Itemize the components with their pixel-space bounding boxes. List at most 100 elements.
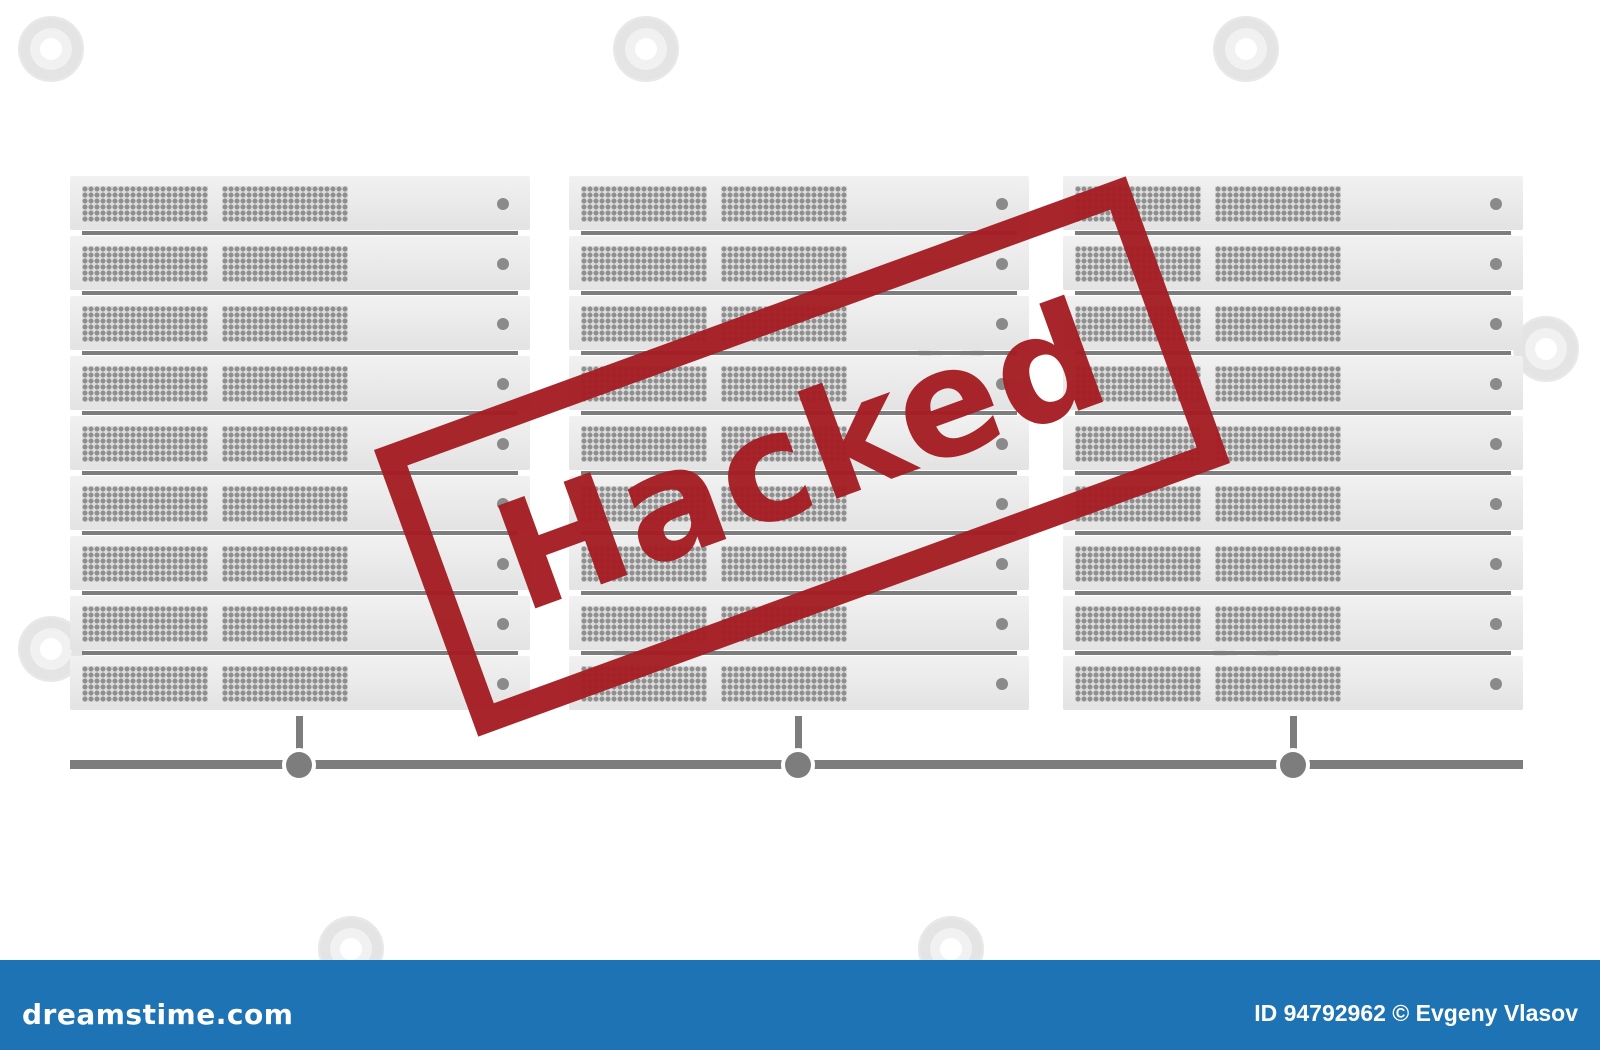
server-unit [1063,596,1523,655]
vent-grille-icon [82,366,208,402]
status-led-icon [497,618,509,630]
vent-grille-icon [581,306,707,342]
server-unit [569,356,1029,415]
vent-grille-icon [1075,306,1201,342]
status-led-icon [1490,558,1502,570]
unit-separator [581,591,1017,595]
unit-separator [581,231,1017,235]
watermark-swirl-icon [18,16,84,82]
vent-grille-icon [1215,426,1341,462]
vent-grille-icon [721,666,847,702]
network-drop-line [1290,716,1297,756]
vent-grille-icon [581,366,707,402]
status-led-icon [497,258,509,270]
vent-grille-icon [721,606,847,642]
vent-grille-icon [222,186,348,222]
unit-separator [82,651,518,655]
vent-grille-icon [581,246,707,282]
server-unit [569,476,1029,535]
server-unit [70,356,530,415]
unit-separator [82,531,518,535]
server-unit [569,656,1029,710]
server-unit [1063,476,1523,535]
server-unit [1063,296,1523,355]
unit-separator [1075,411,1511,415]
vent-grille-icon [1215,486,1341,522]
vent-grille-icon [581,606,707,642]
status-led-icon [1490,378,1502,390]
vent-grille-icon [222,666,348,702]
status-led-icon [996,318,1008,330]
status-led-icon [497,438,509,450]
status-led-icon [497,318,509,330]
unit-separator [82,231,518,235]
vent-grille-icon [82,186,208,222]
network-node-icon [286,752,312,778]
vent-grille-icon [82,546,208,582]
server-unit [70,596,530,655]
watermark-swirl-icon [613,16,679,82]
status-led-icon [996,378,1008,390]
status-led-icon [996,678,1008,690]
server-unit [70,236,530,295]
unit-separator [1075,531,1511,535]
unit-separator [82,471,518,475]
server-rack-middle [569,176,1029,716]
vent-grille-icon [222,546,348,582]
vent-grille-icon [581,426,707,462]
vent-grille-icon [1215,546,1341,582]
unit-separator [82,411,518,415]
vent-grille-icon [1215,606,1341,642]
unit-separator [581,531,1017,535]
vent-grille-icon [1075,426,1201,462]
vent-grille-icon [222,246,348,282]
vent-grille-icon [581,546,707,582]
vent-grille-icon [1075,606,1201,642]
unit-separator [1075,591,1511,595]
network-drop-line [296,716,303,756]
unit-separator [581,351,1017,355]
status-led-icon [497,558,509,570]
vent-grille-icon [82,486,208,522]
vent-grille-icon [1075,486,1201,522]
server-unit [1063,416,1523,475]
server-unit [70,476,530,535]
vent-grille-icon [82,666,208,702]
vent-grille-icon [1215,306,1341,342]
watermark-swirl-icon [1213,16,1279,82]
server-racks-illustration: Hacked [18,16,1579,982]
network-drop-line [795,716,802,756]
status-led-icon [1490,318,1502,330]
vent-grille-icon [581,666,707,702]
vent-grille-icon [721,486,847,522]
vent-grille-icon [82,606,208,642]
server-unit [569,416,1029,475]
status-led-icon [996,618,1008,630]
server-unit [569,176,1029,235]
vent-grille-icon [721,306,847,342]
vent-grille-icon [721,186,847,222]
vent-grille-icon [1215,246,1341,282]
vent-grille-icon [222,306,348,342]
status-led-icon [497,198,509,210]
unit-separator [1075,351,1511,355]
unit-separator [82,291,518,295]
vent-grille-icon [1215,666,1341,702]
vent-grille-icon [721,246,847,282]
status-led-icon [1490,618,1502,630]
vent-grille-icon [1215,366,1341,402]
vent-grille-icon [222,366,348,402]
vent-grille-icon [721,426,847,462]
vent-grille-icon [1075,666,1201,702]
unit-separator [82,351,518,355]
vent-grille-icon [581,186,707,222]
server-unit [1063,536,1523,595]
unit-separator [1075,471,1511,475]
vent-grille-icon [82,426,208,462]
server-rack-left [70,176,530,716]
server-unit [1063,176,1523,235]
server-unit [70,296,530,355]
status-led-icon [497,498,509,510]
server-unit [569,536,1029,595]
